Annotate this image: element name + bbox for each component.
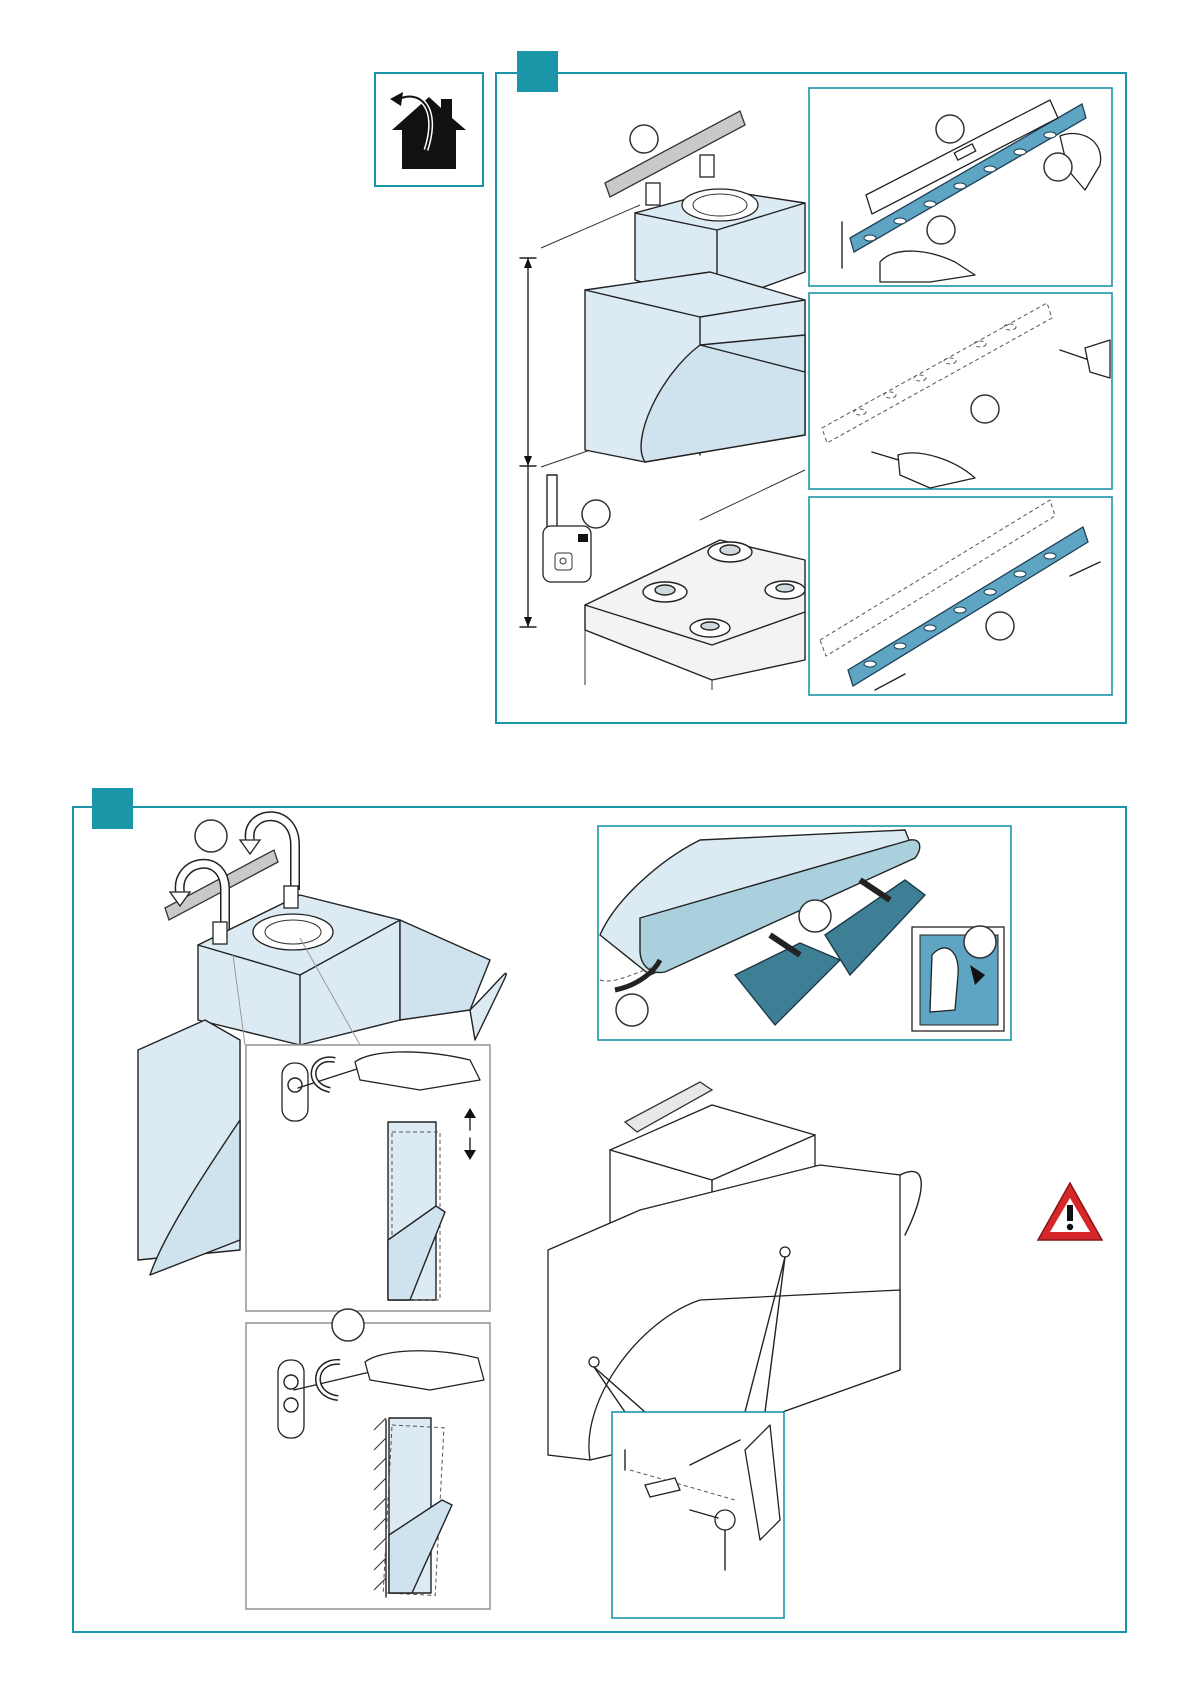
sub-panel-level (809, 88, 1112, 286)
warning-triangle-icon (1038, 1183, 1102, 1240)
callout-circle-icon (630, 125, 658, 153)
sub-panel-bracket (809, 497, 1112, 695)
hood-fixing-illustration (548, 1082, 921, 1460)
sub-panel-screw (612, 1412, 784, 1618)
callout-circle-icon (927, 216, 955, 244)
sub-panel-filters (598, 826, 1011, 1040)
house-rotate-icon (375, 73, 483, 186)
callout-circle-icon (799, 900, 831, 932)
callout-circle-icon (195, 820, 227, 852)
bottom-panel (73, 788, 1126, 1632)
step-square-icon (517, 51, 558, 92)
callout-circle-icon (582, 500, 610, 528)
callout-circle-icon (616, 994, 648, 1026)
callout-circle-icon (986, 612, 1014, 640)
top-panel (496, 51, 1126, 723)
callout-circle-icon (964, 926, 996, 958)
step-square-icon (92, 788, 133, 829)
callout-circle-icon (971, 395, 999, 423)
hood-main-illustration (520, 111, 805, 690)
callout-circle-icon (1044, 153, 1072, 181)
sub-panel-drill (809, 293, 1112, 489)
callout-circle-icon (936, 115, 964, 143)
zoom-adjust-tilt (246, 1309, 490, 1609)
callout-circle-icon (332, 1309, 364, 1341)
